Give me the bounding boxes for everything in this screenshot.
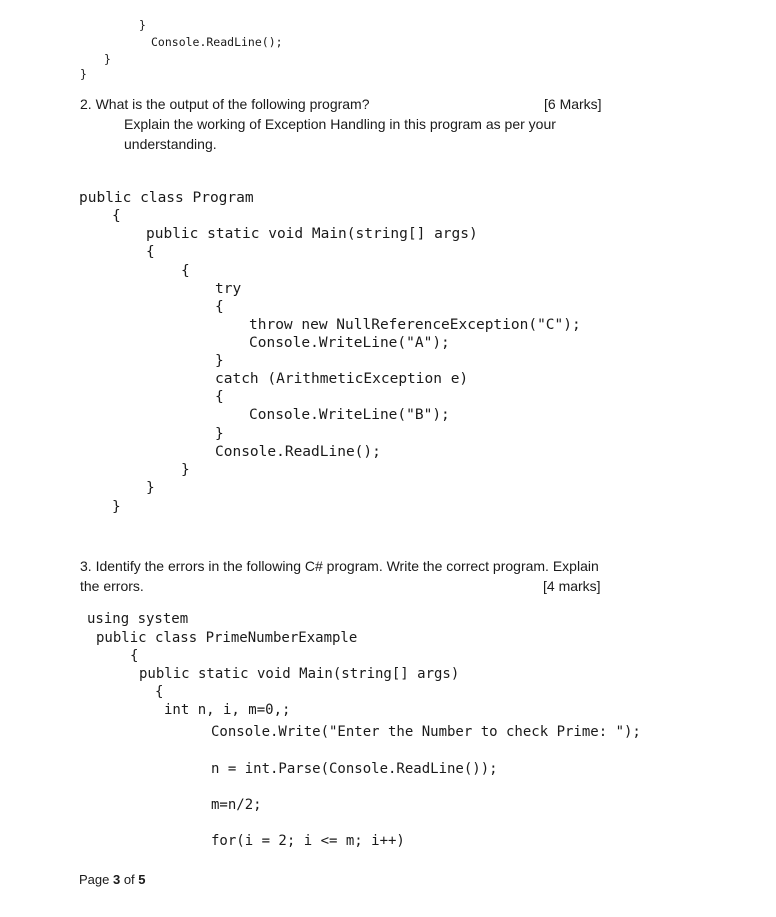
page-number: 3 [112, 872, 121, 887]
code-line: { [181, 263, 190, 279]
code-line: { [112, 208, 121, 224]
code-line: } [112, 499, 121, 515]
code-line: int n, i, m=0,; [164, 702, 291, 718]
code-line: throw new NullReferenceException("C"); [249, 317, 581, 333]
page-label: Page [79, 872, 113, 887]
question-text: the errors. [80, 578, 144, 594]
code-line: { [146, 244, 155, 260]
code-line: public class PrimeNumberExample [96, 630, 358, 646]
code-line: { [215, 299, 224, 315]
question-title: 3. Identify the errors in the following … [80, 558, 599, 574]
code-line: Console.ReadLine(); [151, 35, 283, 49]
question-text: understanding. [124, 136, 217, 152]
code-line: Console.ReadLine(); [215, 444, 381, 460]
code-line: public class Program [79, 190, 254, 206]
page-footer: Page 3 of 5 [79, 873, 146, 886]
question-marks: [4 marks] [543, 578, 601, 594]
code-line: catch (ArithmeticException e) [215, 371, 469, 387]
code-line: for(i = 2; i <= m; i++) [211, 833, 405, 849]
code-line: public static void Main(string[] args) [139, 666, 460, 682]
code-line: m=n/2; [211, 797, 262, 813]
code-line: { [215, 389, 224, 405]
question-title: 2. What is the output of the following p… [80, 96, 370, 112]
code-line: } [215, 353, 224, 369]
question-marks: [6 Marks] [544, 96, 602, 112]
code-line: } [181, 462, 190, 478]
code-line: } [80, 67, 87, 81]
page-of: of [120, 872, 139, 887]
code-line: { [130, 648, 139, 664]
code-line: n = int.Parse(Console.ReadLine()); [211, 761, 498, 777]
code-line: } [139, 18, 146, 32]
code-line: public static void Main(string[] args) [146, 226, 478, 242]
code-line: try [215, 281, 242, 297]
code-line: Console.Write("Enter the Number to check… [211, 724, 641, 740]
code-line: Console.WriteLine("B"); [249, 407, 450, 423]
code-line: } [104, 52, 111, 66]
page-total: 5 [138, 872, 146, 887]
question-text: Explain the working of Exception Handlin… [124, 116, 556, 132]
code-line: } [215, 426, 224, 442]
code-line: using system [87, 611, 189, 627]
code-line: } [146, 480, 155, 496]
code-line: Console.WriteLine("A"); [249, 335, 450, 351]
code-line: { [155, 684, 164, 700]
